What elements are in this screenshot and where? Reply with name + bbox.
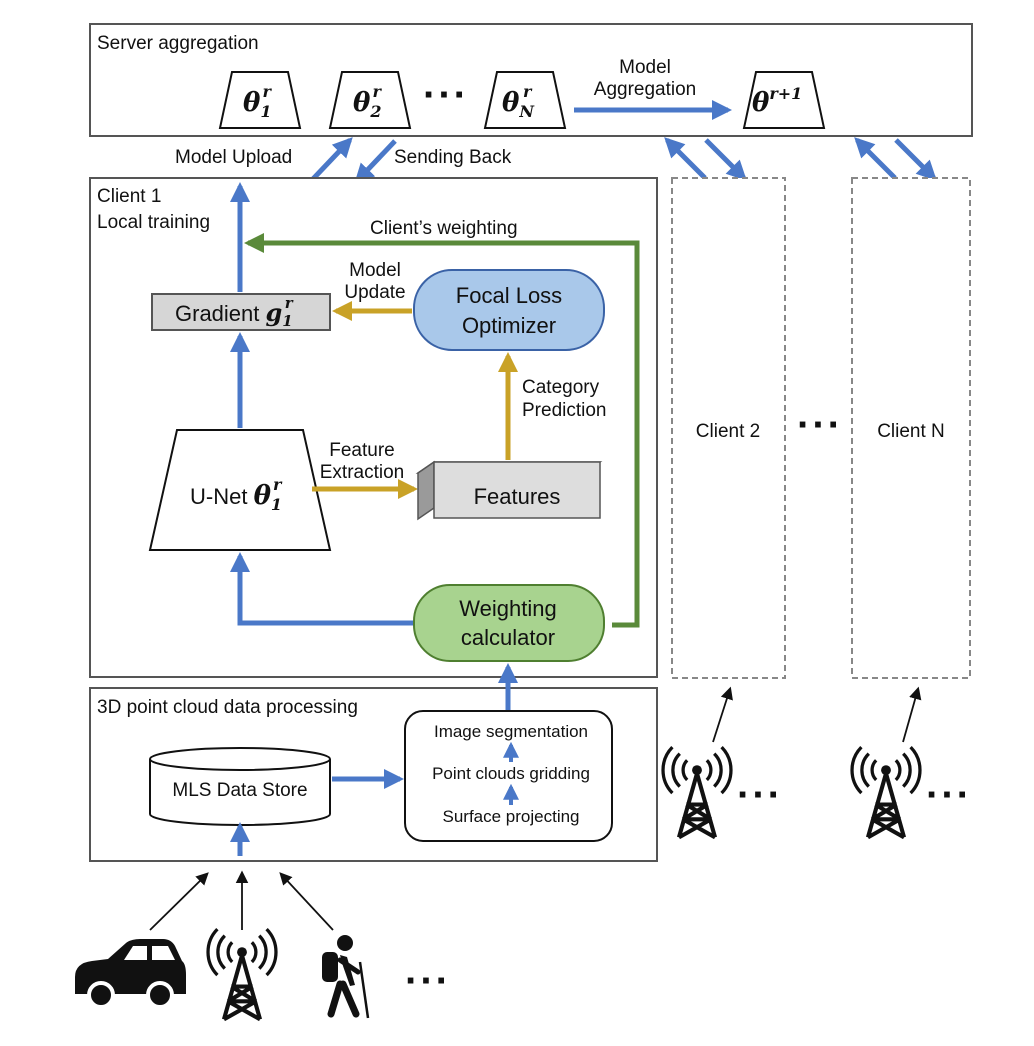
- unet-sub: 1: [271, 495, 282, 514]
- sending-back-label: Sending Back: [394, 147, 512, 168]
- model-1-sub: 1: [260, 102, 271, 121]
- svg-text:Gradient g1r: Gradient g1r: [175, 294, 294, 330]
- svg-text:U-Net θ1r: U-Net θ1r: [190, 475, 283, 514]
- aggregation-label-2: Aggregation: [594, 79, 696, 100]
- data-store-label: MLS Data Store: [172, 780, 307, 801]
- category-label-2: Prediction: [522, 400, 607, 421]
- feature-extraction-label-1: Feature: [329, 440, 394, 461]
- step-image-segmentation: Image segmentation: [434, 722, 588, 741]
- unet-symbol: θ: [254, 481, 272, 511]
- car-to-box-arrow: [149, 872, 209, 931]
- client2-panel: Client 2: [671, 177, 786, 679]
- gradient-sup: r: [285, 294, 294, 312]
- feature-extraction-label-2: Extraction: [320, 462, 404, 483]
- global-model-symbol: θ: [752, 88, 770, 118]
- clientn-label: Client N: [877, 421, 945, 442]
- sources-ellipsis: ···: [405, 959, 451, 1003]
- model-1-symbol: θ: [243, 88, 261, 118]
- gradient-box: Gradient g1r: [151, 293, 331, 331]
- aggregation-label-1: Model: [619, 57, 671, 78]
- optimizer-label-1: Focal Loss: [456, 283, 562, 308]
- svg-text:θNr: θNr: [502, 82, 535, 121]
- model-upload-arrow: [310, 137, 353, 182]
- svg-text:θ1r: θ1r: [243, 82, 272, 121]
- model-2-symbol: θ: [353, 88, 371, 118]
- unet-text: U-Net: [190, 484, 254, 509]
- sending-back-arrow: [354, 139, 397, 184]
- hiker-icon: [322, 935, 370, 1019]
- local-model-2: θ2r: [328, 71, 412, 129]
- model-update-label-1: Model: [349, 260, 401, 281]
- unet-sup: r: [273, 475, 283, 494]
- model-2-sup: r: [372, 82, 382, 101]
- global-model-sup: r+1: [769, 84, 802, 103]
- client2-upload-arrow: [664, 137, 707, 180]
- model-1-sup: r: [262, 82, 272, 101]
- gradient-text: Gradient: [175, 301, 266, 326]
- weighting-label-2: calculator: [461, 625, 555, 650]
- clientn-upload-arrow: [854, 137, 897, 180]
- global-model: θr+1: [742, 71, 826, 129]
- processing-pipeline: Image segmentation Point clouds gridding…: [404, 710, 613, 842]
- clientn-tower-arrow: [902, 686, 922, 743]
- step-surface-projecting: Surface projecting: [442, 807, 579, 826]
- model-2-sub: 2: [369, 102, 381, 121]
- weighting-label-1: Weighting: [459, 596, 556, 621]
- client-weighting-arrow: [244, 233, 640, 628]
- features-label: Features: [474, 484, 561, 509]
- clientn-tower-ellipsis: ···: [926, 773, 972, 817]
- clientn-panel: Client N: [851, 177, 971, 679]
- weighting-calculator: Weighting calculator: [413, 584, 605, 662]
- model-n-symbol: θ: [502, 88, 520, 118]
- focal-loss-optimizer: Focal Loss Optimizer: [413, 269, 605, 351]
- mls-data-store: MLS Data Store: [149, 747, 331, 826]
- features-box: Features: [415, 460, 603, 521]
- svg-text:θr+1: θr+1: [752, 84, 802, 118]
- model-update-label-2: Update: [344, 282, 405, 303]
- model-upload-label: Model Upload: [175, 147, 292, 168]
- category-label-1: Category: [522, 377, 600, 398]
- client2-tower-ellipsis: ···: [737, 773, 783, 817]
- server-models-ellipsis: ···: [423, 73, 469, 117]
- model-n-sub: N: [518, 102, 535, 121]
- client2-tower-icon: [663, 747, 731, 837]
- server-title: Server aggregation: [97, 33, 259, 54]
- client2-sendback-arrow: [704, 138, 747, 181]
- svg-text:θ2r: θ2r: [353, 82, 382, 121]
- client-weighting-label: Client’s weighting: [370, 218, 518, 239]
- car-icon: [75, 939, 186, 1009]
- local-model-1: θ1r: [218, 71, 302, 129]
- step-point-clouds-gridding: Point clouds gridding: [432, 764, 590, 783]
- processing-panel: 3D point cloud data processing MLS Data …: [89, 663, 658, 862]
- gradient-symbol: g: [266, 298, 283, 327]
- client2-tower-arrow: [712, 686, 733, 743]
- local-model-n: θNr: [483, 71, 567, 129]
- clientn-tower-icon: [852, 747, 920, 837]
- gradient-sub: 1: [282, 312, 292, 330]
- server-aggregation-panel: Server aggregation θ1r θ2r ··· θNr Model…: [89, 23, 973, 137]
- unet-model: U-Net θ1r: [148, 429, 332, 551]
- client1-panel: Client 1 Local training Client’s weighti…: [89, 177, 658, 678]
- model-n-sup: r: [523, 82, 533, 101]
- client2-label: Client 2: [696, 421, 760, 442]
- optimizer-label-2: Optimizer: [462, 313, 556, 338]
- cell-tower-icon: [208, 929, 276, 1019]
- hiker-to-box-arrow: [279, 872, 334, 931]
- clientn-sendback-arrow: [894, 138, 937, 181]
- clients-ellipsis: ···: [797, 403, 843, 447]
- processing-title: 3D point cloud data processing: [97, 697, 358, 718]
- weighting-to-unet-arrow: [230, 552, 414, 626]
- client1-subtitle: Local training: [97, 212, 210, 233]
- client1-title: Client 1: [97, 186, 161, 207]
